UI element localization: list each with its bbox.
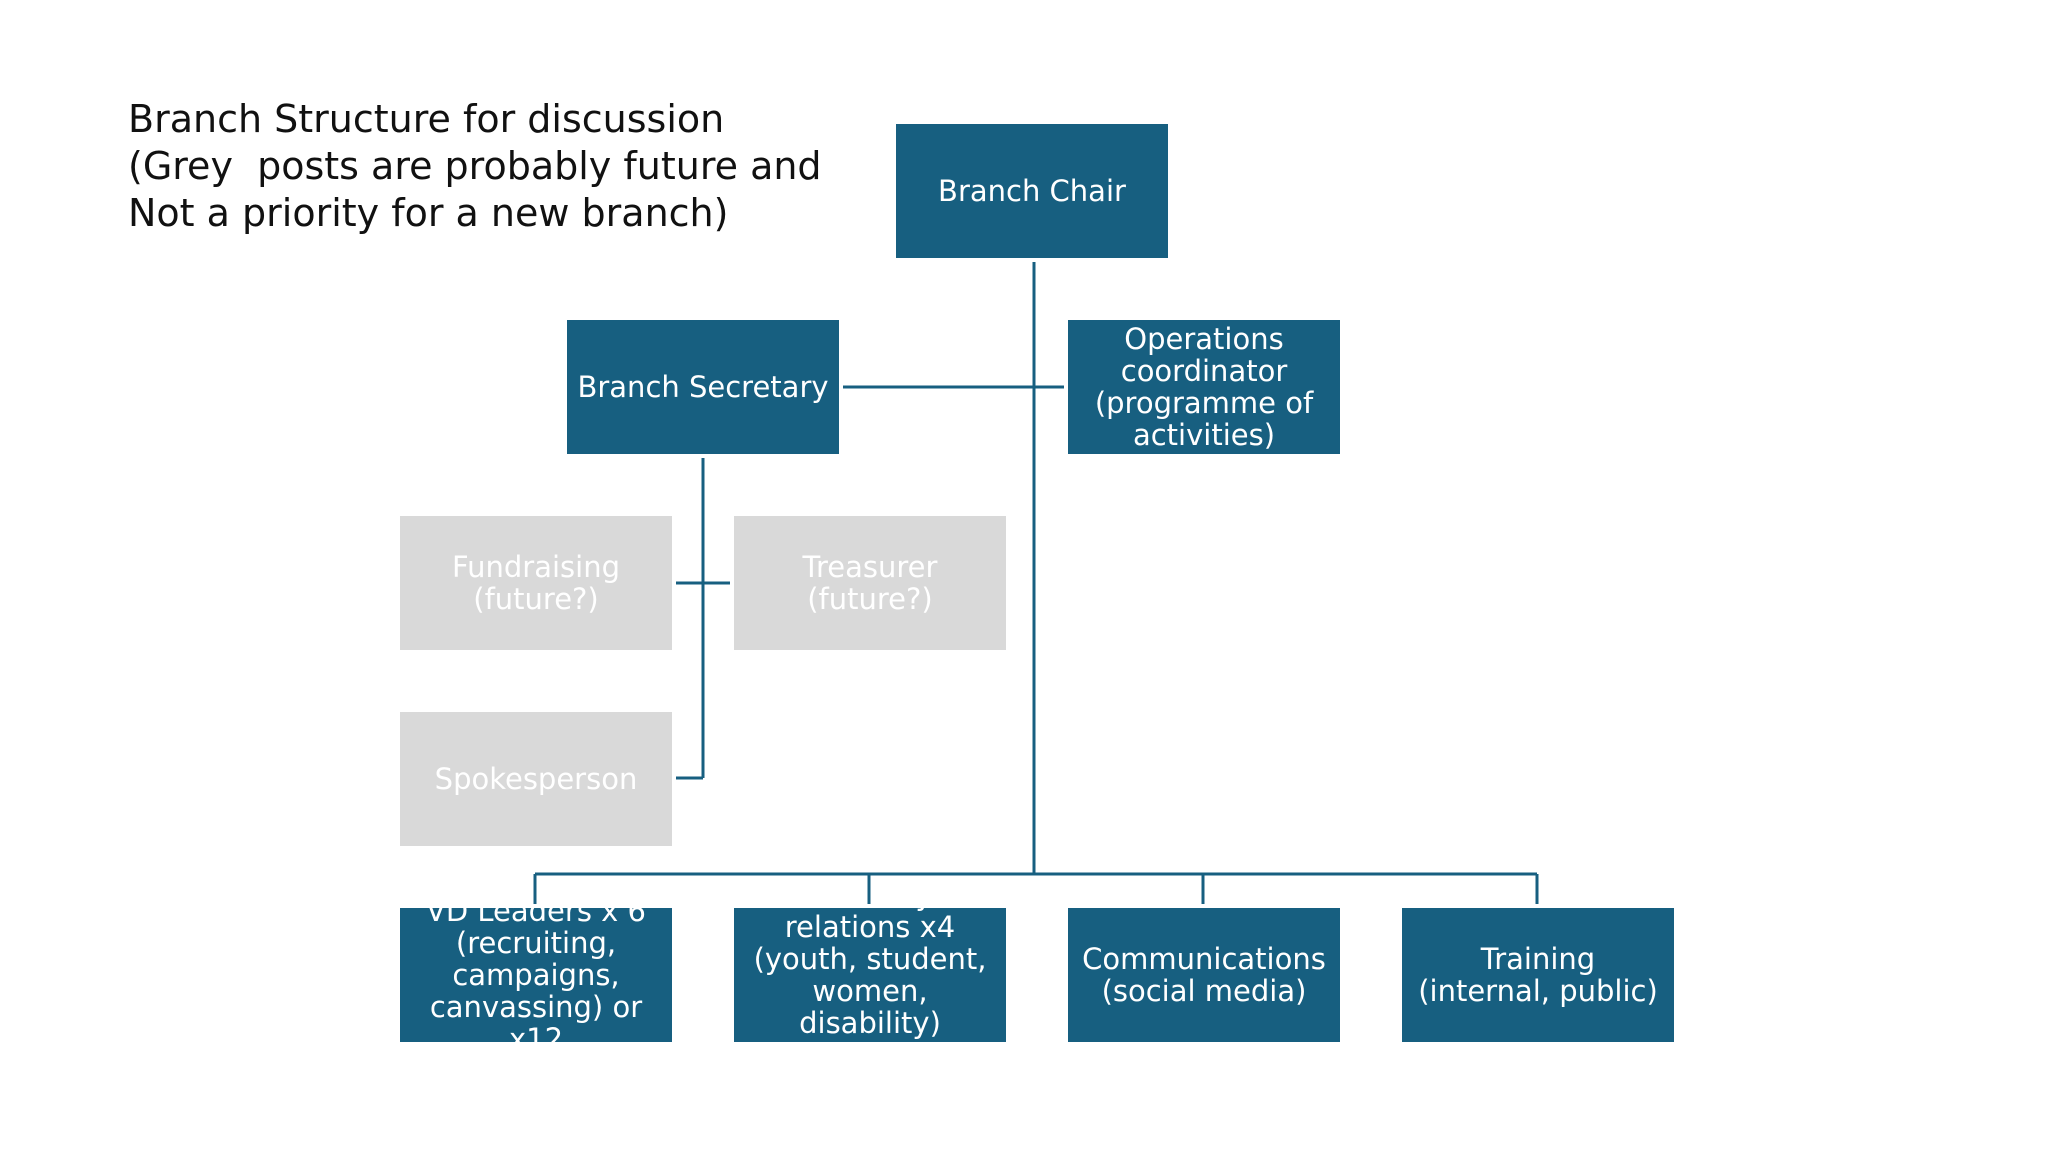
training-label: Training (internal, public): [1418, 942, 1658, 1008]
ancillary-relations-box: Ancillary relations x4 (youth, student, …: [734, 908, 1006, 1042]
title-line-1: Branch Structure for discussion: [128, 97, 725, 141]
operations-coordinator-box: Operations coordinator (programme of act…: [1068, 320, 1340, 454]
ancillary-relations-label: Ancillary relations x4 (youth, student, …: [753, 908, 987, 1042]
communications-box: Communications (social media): [1068, 908, 1340, 1042]
branch-chair-label: Branch Chair: [938, 174, 1126, 208]
training-box: Training (internal, public): [1402, 908, 1674, 1042]
communications-label: Communications (social media): [1082, 942, 1336, 1008]
spokesperson-label: Spokesperson: [434, 762, 638, 796]
slide-title: Branch Structure for discussion (Grey po…: [128, 96, 888, 237]
treasurer-label: Treasurer (future?): [802, 550, 938, 616]
treasurer-box: Treasurer (future?): [734, 516, 1006, 650]
vd-leaders-label: VD Leaders x 6 (recruiting, campaigns, c…: [426, 908, 656, 1042]
title-line-3: Not a priority for a new branch): [128, 191, 729, 235]
branch-secretary-box: Branch Secretary: [567, 320, 839, 454]
spokesperson-box: Spokesperson: [400, 712, 672, 846]
fundraising-box: Fundraising (future?): [400, 516, 672, 650]
operations-coordinator-label: Operations coordinator (programme of act…: [1094, 322, 1323, 452]
branch-secretary-label: Branch Secretary: [577, 370, 829, 404]
title-line-2: (Grey posts are probably future and: [128, 144, 822, 188]
vd-leaders-box: VD Leaders x 6 (recruiting, campaigns, c…: [400, 908, 672, 1042]
branch-chair-box: Branch Chair: [896, 124, 1168, 258]
fundraising-label: Fundraising (future?): [452, 550, 620, 616]
